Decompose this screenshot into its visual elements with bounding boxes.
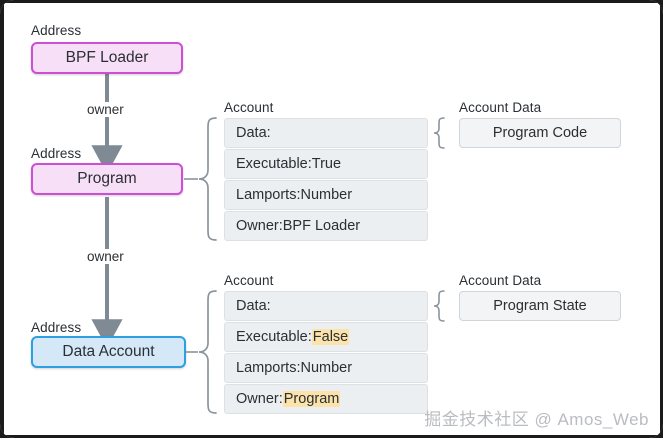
account-row-value: False bbox=[311, 329, 350, 345]
account-data-box-2[interactable]: Program State bbox=[459, 291, 621, 321]
account-data-value: Program State bbox=[493, 298, 587, 314]
account-row-label: Lamports: bbox=[236, 360, 301, 376]
node-bpf-loader-label: BPF Loader bbox=[65, 49, 149, 66]
edge-label-owner-1: owner bbox=[83, 102, 128, 117]
account-row-data-2[interactable]: Data: bbox=[224, 291, 428, 321]
node-program[interactable]: Program bbox=[31, 163, 183, 195]
account-row-owner-1[interactable]: Owner: BPF Loader bbox=[224, 211, 428, 241]
node-data-account-label: Data Account bbox=[62, 343, 155, 360]
account-row-owner-2[interactable]: Owner:Program bbox=[224, 384, 428, 414]
watermark: 掘金技术社区 @ Amos_Web bbox=[424, 410, 649, 429]
account-row-label: Executable: bbox=[236, 329, 312, 345]
account-row-label: Data: bbox=[236, 298, 271, 314]
account-data-value: Program Code bbox=[492, 125, 588, 141]
account-row-value: BPF Loader bbox=[282, 218, 361, 234]
node-data-account[interactable]: Data Account bbox=[31, 336, 186, 368]
data-brace-1 bbox=[433, 117, 445, 149]
caption-account-2: Account bbox=[224, 273, 274, 288]
node-program-label: Program bbox=[77, 170, 137, 187]
account-row-value: True bbox=[311, 156, 342, 172]
caption-address-bpf-loader: Address bbox=[31, 23, 82, 38]
account-row-label: Owner: bbox=[236, 391, 283, 407]
caption-account-data-1: Account Data bbox=[459, 100, 542, 115]
account-row-label: Lamports: bbox=[236, 187, 301, 203]
account-row-label: Executable: bbox=[236, 156, 312, 172]
account-row-lamports-1[interactable]: Lamports: Number bbox=[224, 180, 428, 210]
account-data-box-1[interactable]: Program Code bbox=[459, 118, 621, 148]
account-row-lamports-2[interactable]: Lamports: Number bbox=[224, 353, 428, 383]
account-row-executable-1[interactable]: Executable: True bbox=[224, 149, 428, 179]
account-row-value: Number bbox=[300, 360, 353, 376]
account-row-data-1[interactable]: Data: bbox=[224, 118, 428, 148]
caption-address-data-account: Address bbox=[31, 320, 82, 335]
account-row-value: Program bbox=[282, 391, 341, 407]
account-row-value: Number bbox=[300, 187, 353, 203]
data-brace-2 bbox=[433, 290, 445, 322]
account-brace-2 bbox=[198, 290, 217, 414]
caption-address-program: Address bbox=[31, 146, 82, 161]
account-row-executable-2[interactable]: Executable:False bbox=[224, 322, 428, 352]
caption-account-1: Account bbox=[224, 100, 274, 115]
account-brace-1 bbox=[198, 117, 217, 241]
account-row-label: Owner: bbox=[236, 218, 283, 234]
node-bpf-loader[interactable]: BPF Loader bbox=[31, 42, 183, 74]
account-row-label: Data: bbox=[236, 125, 271, 141]
page-edge-left bbox=[0, 0, 4, 438]
page-edge-bottom bbox=[0, 435, 663, 438]
edge-label-owner-2: owner bbox=[83, 249, 128, 264]
page-edge-top bbox=[0, 0, 663, 3]
page-edge-right bbox=[660, 0, 663, 438]
caption-account-data-2: Account Data bbox=[459, 273, 542, 288]
